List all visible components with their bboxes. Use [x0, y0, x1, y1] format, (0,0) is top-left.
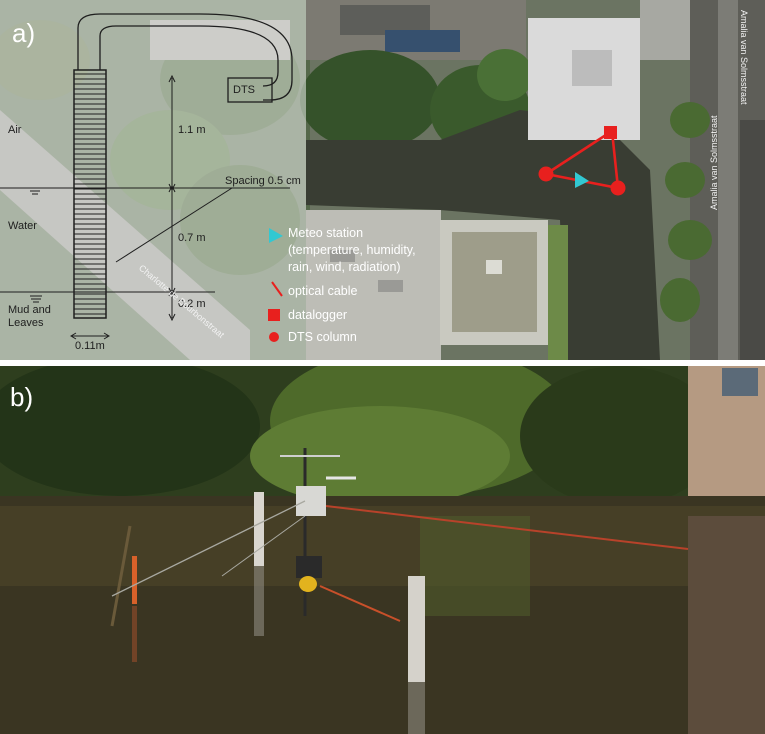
dts-box — [227, 77, 273, 103]
height-label-water: 0.7 m — [178, 232, 206, 244]
dts-column-marker — [610, 180, 626, 196]
legend-meteo-detail: rain, wind, radiation) — [288, 260, 401, 274]
legend-meteo-title: Meteo station — [288, 226, 364, 240]
datalogger-marker — [604, 126, 617, 139]
layer-label-air: Air — [8, 124, 22, 136]
dts-box-label: DTS — [233, 84, 255, 96]
layer-label-water: Water — [8, 220, 37, 232]
legend-optical-cable: optical cable — [288, 284, 358, 298]
legend-cable-icon — [271, 281, 283, 297]
height-label-air: 1.1 m — [178, 124, 206, 136]
height-label-mud: 0.2 m — [178, 298, 206, 310]
layer-label-mud: Mud and Leaves — [8, 304, 51, 329]
legend-meteo-detail: (temperature, humidity, — [288, 243, 416, 257]
site-markers — [268, 126, 626, 342]
panel-label-a: a) — [12, 18, 36, 48]
street-label: Amalia van Solmsstraat — [739, 10, 749, 105]
field-photo — [0, 366, 765, 734]
legend-datalogger-icon — [268, 309, 280, 321]
panel-label-b: b) — [10, 382, 34, 412]
street-label: Amalia van Solmsstraat — [709, 115, 719, 210]
spacing-label: Spacing 0.5 cm — [225, 175, 301, 187]
legend-dts-column-icon — [269, 332, 279, 342]
meteo-station-marker — [575, 172, 589, 188]
dts-column-marker — [538, 166, 554, 182]
legend-meteo-icon — [269, 228, 283, 243]
aerial-photo — [0, 0, 765, 360]
legend-datalogger: datalogger — [288, 308, 348, 322]
panel-b-field-photo: b) — [0, 366, 765, 734]
dts-column-schematic — [0, 13, 293, 340]
panel-a-aerial-map: a) DTS Air Water Mud and Leaves 1.1 m 0.… — [0, 0, 765, 360]
legend-dts-column: DTS column — [288, 330, 357, 344]
width-label: 0.11m — [75, 340, 105, 352]
